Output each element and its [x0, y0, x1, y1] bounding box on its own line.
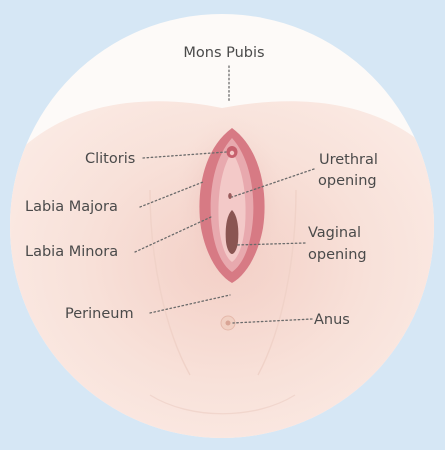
label-labia-minora: Labia Minora: [25, 244, 118, 260]
label-perineum: Perineum: [65, 306, 134, 322]
label-anus: Anus: [314, 312, 350, 328]
label-urethral-opening-line1: Urethral: [319, 152, 378, 168]
label-vaginal-opening-line2: opening: [308, 247, 367, 263]
urethral-opening-shape: [228, 193, 232, 199]
label-labia-majora: Labia Majora: [25, 199, 118, 215]
label-clitoris: Clitoris: [85, 151, 135, 167]
label-mons-pubis: Mons Pubis: [183, 45, 264, 61]
label-urethral-opening-line2: opening: [318, 173, 377, 189]
label-vaginal-opening-line1: Vaginal: [308, 225, 361, 241]
